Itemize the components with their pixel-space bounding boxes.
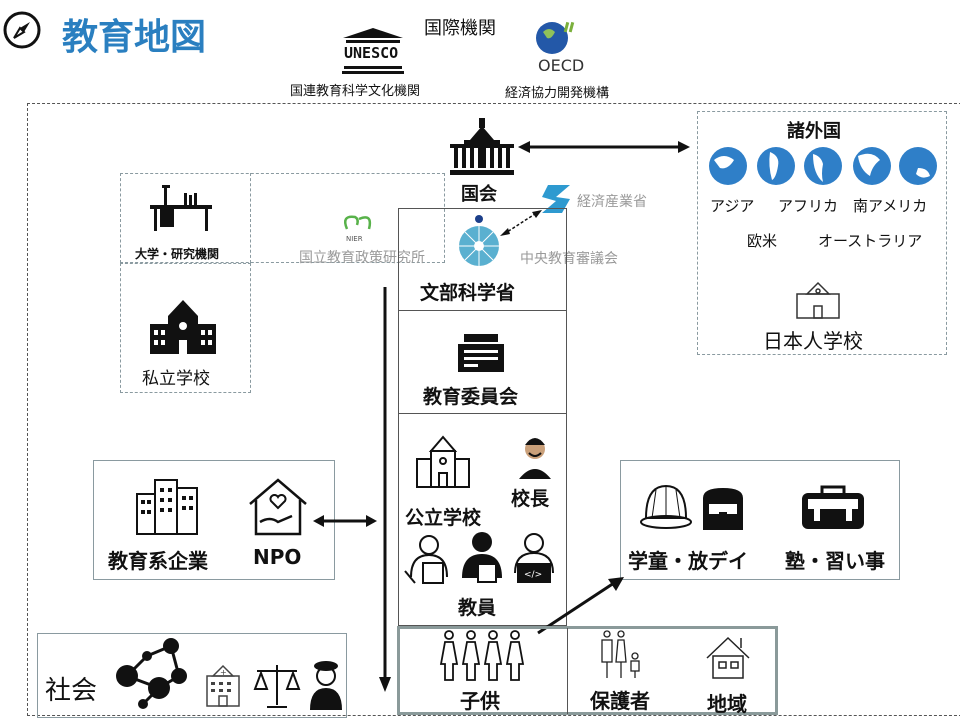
japan-frame [27,103,960,716]
teacher-icon [462,532,502,583]
globe-icon [709,147,747,185]
foreign-box [697,111,947,355]
meti-logo [542,185,570,213]
teacher-icon: </> [514,533,554,583]
children-icon [439,630,525,681]
cram-label: 塾・習い事 [785,549,885,573]
globe-icon [853,147,891,185]
teacher-icon [404,535,448,584]
private-school-box [120,263,251,393]
japanese-school-label: 日本人学校 [763,329,863,353]
foreign-heading: 諸外国 [787,121,841,142]
council-emblem [459,215,499,266]
guardians-icon [601,630,640,678]
scales-icon [253,665,301,708]
board-building-icon [458,334,504,372]
teachers-label: 教員 [458,597,497,619]
mext-label: 文部科学省 [420,282,516,304]
research-box [120,173,445,263]
school-backpack-icon [703,488,743,530]
office-buildings-icon [136,479,198,535]
police-icon [310,661,342,710]
hospital-icon: + [206,664,240,707]
region-asia: アジア [710,197,755,215]
region-africa: アフリカ [778,197,839,215]
mext-down-arrow [379,287,391,692]
desk-icon [150,185,212,231]
diet-building-icon [450,118,514,175]
oecd-globe-icon [536,21,575,54]
oecd-label: 経済協力開発機構 [505,86,610,101]
principal-label: 校長 [511,488,550,510]
children-family-box [397,626,778,715]
meti-label: 経済産業省 [577,194,647,210]
compass-icon [3,11,41,49]
mext-column [398,208,567,626]
network-icon [116,638,187,709]
region-australia: オーストラリア [818,232,923,250]
international-heading: 国際機関 [424,18,496,39]
private-school-label: 私立学校 [142,369,210,389]
children-label: 子供 [460,689,500,713]
society-label: 社会 [45,676,98,706]
children-afterschool-arrow [537,577,624,635]
page-title: 教育地図 [62,17,207,58]
region-south-america: 南アメリカ [853,197,928,215]
svg-text:+: + [220,668,227,677]
nier-logo [344,215,372,230]
diet-label: 国会 [461,184,497,205]
society-box [37,633,347,718]
council-label: 中央教育審議会 [520,251,618,267]
globe-icon [899,147,937,185]
globe-icon [757,147,795,185]
region-europe-america: 欧米 [747,232,778,250]
unesco-label: 国連教育科学文化機関 [290,84,421,99]
public-school-icon [416,435,470,488]
afterschool-box [620,460,900,580]
cram-bag-icon [802,485,864,529]
council-meti-arrow [500,210,542,236]
community-label: 地域 [707,692,747,716]
community-house-icon [706,636,750,679]
companies-label: 教育系企業 [108,549,208,573]
nier-label: 国立教育政策研究所 [299,250,425,266]
unesco-logo: UNESCO [338,26,408,76]
oecd-logo-text: OECD [538,56,585,75]
japanese-school-icon [796,281,840,319]
npo-house-heart-icon [249,478,307,536]
guardians-label: 保護者 [590,689,650,713]
private-school-icon [150,300,216,354]
public-school-label: 公立学校 [405,507,482,529]
afterschool-label: 学童・放デイ [628,549,748,573]
nier-logo-text: NIER [346,235,363,243]
principal-icon [519,438,551,479]
npo-label: NPO [253,545,302,569]
school-hat-icon [640,484,692,529]
university-label: 大学・研究機関 [135,247,220,261]
diet-foreign-arrow [518,141,690,153]
npo-mext-arrow [313,515,377,527]
board-label: 教育委員会 [423,386,519,408]
svg-text:</>: </> [524,570,542,580]
globe-icon [804,147,842,185]
